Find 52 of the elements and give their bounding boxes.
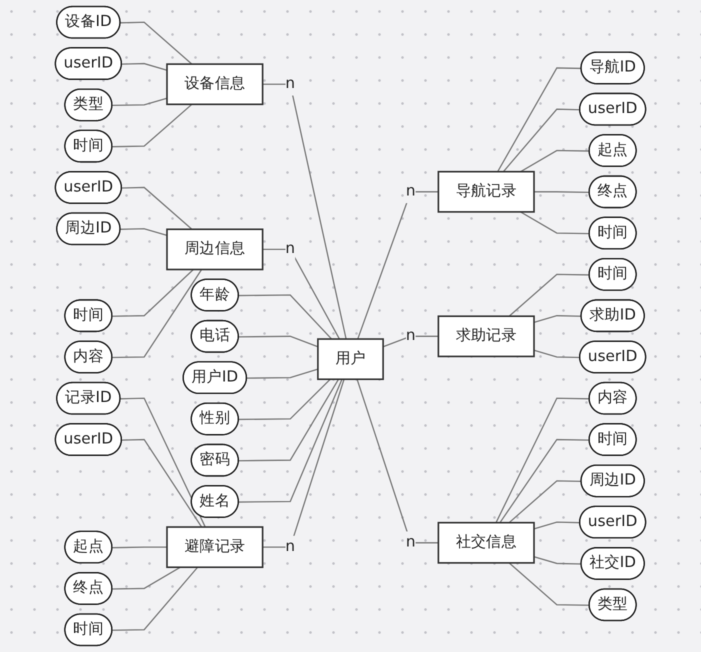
connector — [357, 191, 438, 340]
connector — [497, 67, 582, 172]
node-box: 用户 — [317, 338, 384, 380]
connector — [238, 294, 332, 340]
connector — [262, 379, 345, 548]
connector — [534, 522, 580, 530]
connector — [112, 104, 192, 148]
node-box: 避障记录 — [166, 526, 264, 568]
connector — [122, 62, 168, 71]
connector — [534, 315, 582, 323]
connector — [112, 566, 181, 590]
connector — [495, 398, 590, 523]
connector — [238, 378, 331, 420]
edge-label: n — [285, 538, 296, 556]
edge-label: n — [406, 327, 416, 344]
connector — [534, 350, 580, 358]
edge-label: n — [406, 182, 416, 200]
connector — [520, 211, 590, 234]
connector — [112, 269, 194, 317]
connector — [502, 108, 580, 172]
node-box: 求助记录 — [438, 315, 535, 358]
connector — [356, 379, 438, 544]
connector — [246, 368, 318, 379]
node-box: 社交信息 — [438, 522, 535, 564]
edge-label: n — [406, 534, 416, 551]
connector — [534, 191, 590, 193]
connector — [508, 562, 590, 606]
connector — [520, 150, 590, 172]
node-box: 周边信息 — [166, 228, 264, 270]
connector — [112, 566, 198, 631]
connector — [262, 248, 340, 340]
node-box: 设备信息 — [166, 63, 264, 106]
connector — [499, 438, 590, 524]
connector — [122, 186, 192, 230]
edge-label: n — [285, 240, 296, 258]
node-box: 导航记录 — [438, 170, 535, 213]
connector — [112, 98, 168, 106]
connector — [120, 228, 168, 236]
connector — [262, 84, 347, 340]
connector — [238, 379, 343, 503]
connector — [382, 336, 438, 348]
connector — [112, 269, 202, 358]
connector — [534, 556, 582, 565]
connector — [120, 22, 192, 65]
connector — [508, 480, 582, 524]
edge-label: n — [285, 74, 296, 92]
connector — [120, 398, 206, 528]
connector — [238, 336, 318, 348]
connector — [508, 274, 590, 317]
connector — [112, 546, 167, 548]
connector — [238, 378, 340, 462]
connector — [122, 438, 202, 528]
